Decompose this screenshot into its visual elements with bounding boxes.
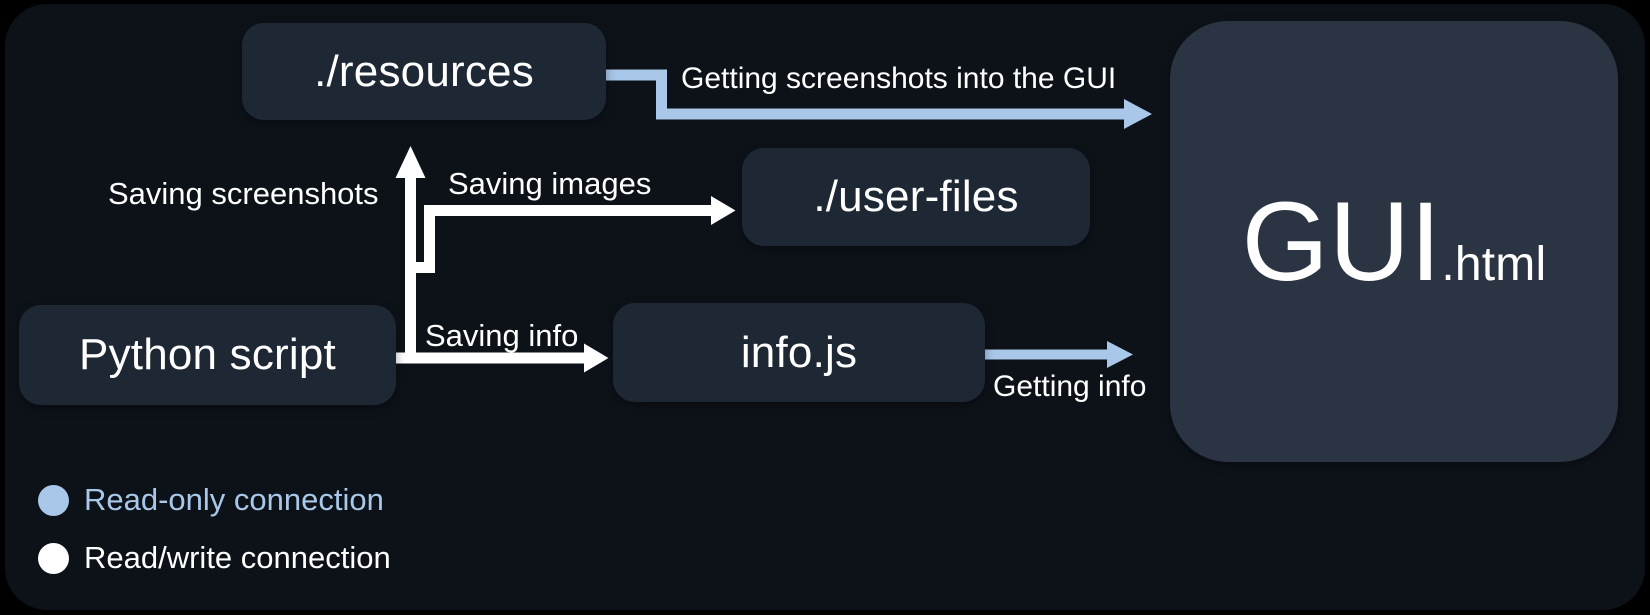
gui-label-extension: .html	[1441, 237, 1547, 291]
node-user-files-label: ./user-files	[813, 172, 1019, 221]
edge-label-saving-screenshots: Saving screenshots	[108, 176, 379, 211]
node-resources: ./resources	[242, 23, 606, 120]
node-resources-label: ./resources	[314, 46, 534, 96]
gui-label-main: GUI	[1241, 178, 1442, 304]
legend-read-only-label: Read-only connection	[84, 482, 384, 517]
legend: Read-only connection Read/write connecti…	[38, 482, 391, 600]
node-python-script: Python script	[19, 305, 396, 405]
read-write-dot-icon	[38, 542, 69, 574]
node-user-files: ./user-files	[742, 148, 1090, 246]
read-only-dot-icon	[38, 484, 69, 516]
node-python-script-label: Python script	[79, 330, 336, 379]
edge-label-getting-info: Getting info	[993, 370, 1147, 403]
edge-label-saving-info: Saving info	[425, 318, 579, 353]
edge-label-saving-images: Saving images	[448, 166, 652, 201]
node-info-js-label: info.js	[740, 327, 858, 377]
node-info-js: info.js	[613, 303, 985, 402]
node-gui-html-label: GUI.html	[1241, 178, 1547, 304]
legend-row-read-write: Read/write connection	[38, 540, 391, 575]
node-gui-html: GUI.html	[1170, 21, 1618, 462]
legend-row-read-only: Read-only connection	[38, 482, 391, 517]
edge-label-getting-screenshots: Getting screenshots into the GUI	[681, 62, 1117, 95]
legend-read-write-label: Read/write connection	[84, 540, 391, 575]
